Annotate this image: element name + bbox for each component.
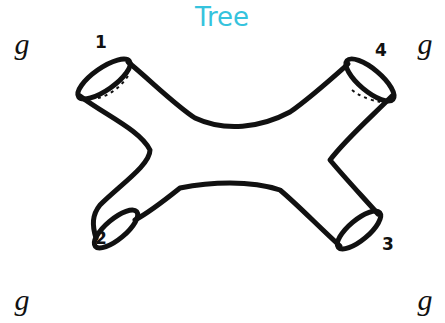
right-edge xyxy=(330,96,392,214)
gluon-label: g xyxy=(15,285,30,315)
upper-edge xyxy=(128,62,348,127)
tube-end xyxy=(340,52,400,107)
diagram-title: Tree xyxy=(195,4,249,30)
tube-end xyxy=(72,52,135,106)
tube-end xyxy=(332,205,386,255)
lower-edge xyxy=(135,183,340,246)
callout-number: 3 xyxy=(382,236,394,253)
callout-number: 2 xyxy=(95,230,107,247)
callout-number: 4 xyxy=(375,42,387,59)
gluon-label: g xyxy=(15,29,30,59)
tube-end xyxy=(89,204,143,254)
gluon-label: g xyxy=(418,285,433,315)
callout-number: 1 xyxy=(95,34,107,51)
gluon-label: g xyxy=(418,29,433,59)
hidden-rim xyxy=(352,90,380,102)
hidden-rim xyxy=(98,76,128,98)
